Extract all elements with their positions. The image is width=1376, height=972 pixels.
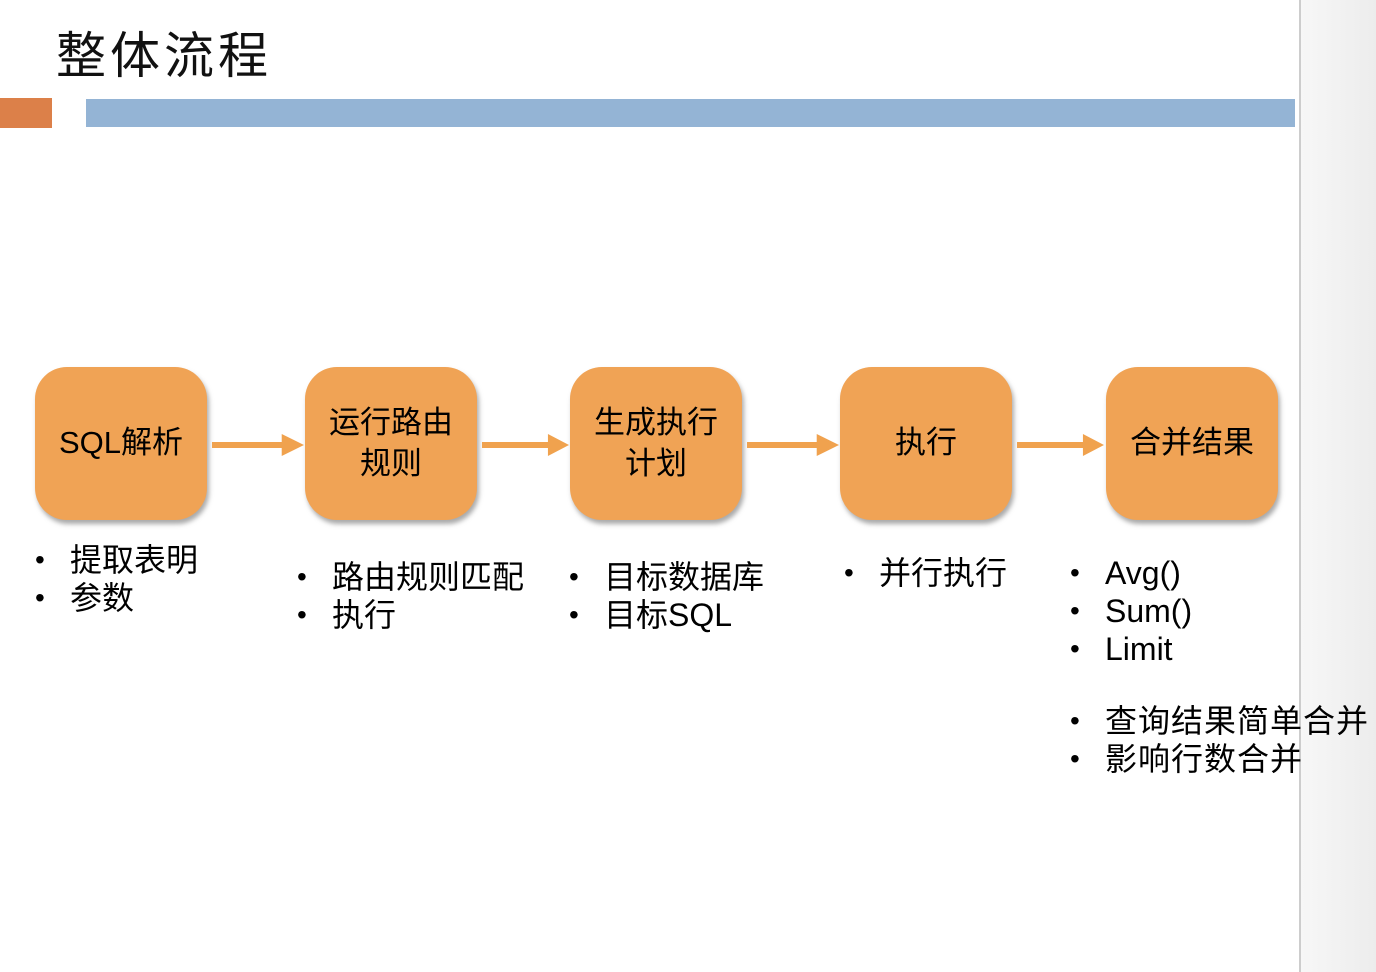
step-label: 生成执行 计划	[594, 405, 718, 481]
flow-step-routing-rules: 运行路由 规则	[305, 367, 477, 520]
step-label: 运行路由 规则	[329, 405, 453, 481]
title-accent-bar	[86, 99, 1295, 127]
step-bullets-execute: 并行执行	[842, 554, 1007, 592]
step-bullets-execution-plan: 目标数据库 目标SQL	[567, 558, 764, 634]
bullet-item: Avg()	[1068, 554, 1192, 592]
flow-arrow-right-icon	[482, 432, 569, 458]
step-bullets-merge-results: 查询结果简单合并 影响行数合并	[1068, 702, 1369, 778]
flow-step-sql-parse: SQL解析	[35, 367, 207, 520]
step-bullets-routing-rules: 路由规则匹配 执行	[295, 558, 524, 634]
page-title: 整体流程	[56, 28, 272, 84]
step-label: 合并结果	[1130, 425, 1254, 461]
step-bullets-sql-parse: 提取表明 参数	[33, 541, 198, 617]
bullet-item: Limit	[1068, 630, 1192, 668]
bullet-item: 参数	[33, 579, 198, 617]
title-accent-rect	[0, 98, 52, 128]
flow-step-execution-plan: 生成执行 计划	[570, 367, 742, 520]
bullet-item: 影响行数合并	[1068, 740, 1369, 778]
step-label: 执行	[895, 425, 957, 461]
bullet-item: 查询结果简单合并	[1068, 702, 1369, 740]
bullet-item: 目标数据库	[567, 558, 764, 596]
bullet-item: 并行执行	[842, 554, 1007, 592]
side-gutter	[1299, 0, 1376, 972]
flow-arrow-right-icon	[1017, 432, 1104, 458]
step-bullets-merge-functions: Avg() Sum() Limit	[1068, 554, 1192, 668]
bullet-item: 提取表明	[33, 541, 198, 579]
flow-arrow-right-icon	[747, 432, 839, 458]
bullet-item: 执行	[295, 596, 524, 634]
flow-arrow-right-icon	[212, 432, 304, 458]
step-label: SQL解析	[58, 425, 184, 461]
bullet-item: Sum()	[1068, 592, 1192, 630]
flow-step-execute: 执行	[840, 367, 1012, 520]
bullet-item: 目标SQL	[567, 596, 764, 634]
bullet-item: 路由规则匹配	[295, 558, 524, 596]
flow-step-merge-results: 合并结果	[1106, 367, 1278, 520]
